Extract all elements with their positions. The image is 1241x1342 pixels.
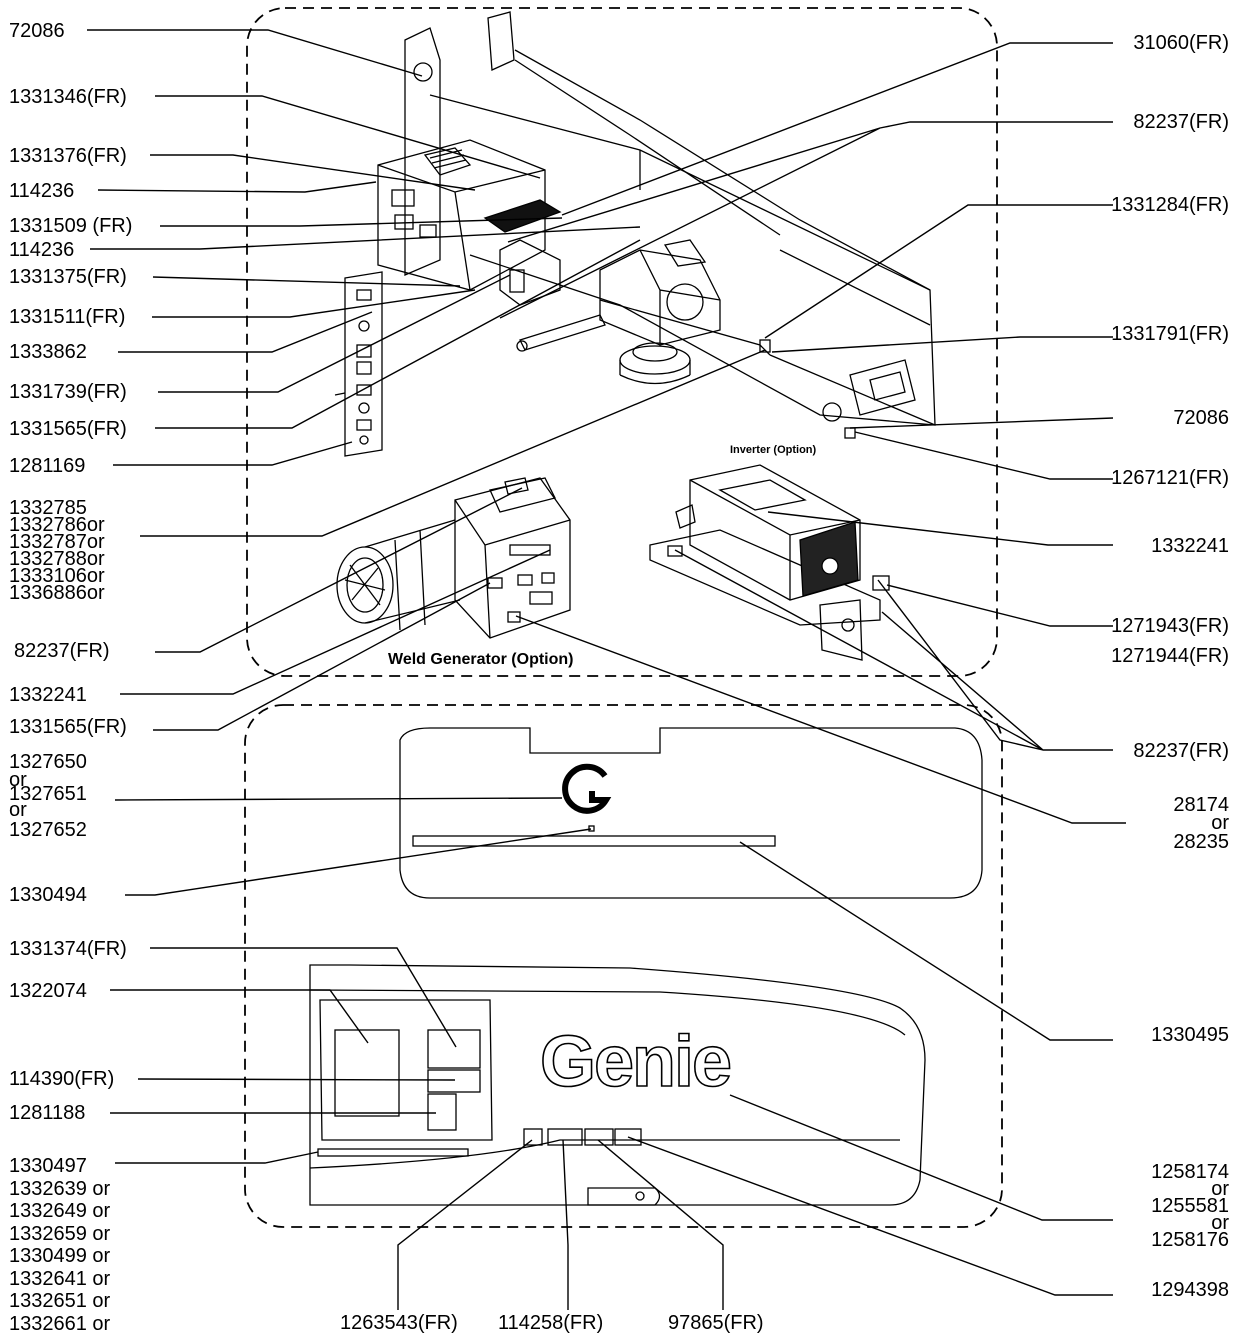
list-item: 28235 — [1173, 831, 1229, 853]
part-label-82237-left: 82237(FR) — [14, 640, 110, 662]
part-label-114236-b: 114236 — [9, 239, 75, 261]
leader-lines-left — [87, 29, 766, 1164]
leader-lines-bottom — [397, 1139, 724, 1310]
part-label-1331791: 1331791(FR) — [1111, 323, 1229, 345]
part-label-1267121: 1267121(FR) — [1111, 467, 1229, 489]
stripe-options-list: 1330497 1332639 or 1332649 or 1332659 or… — [9, 1155, 110, 1335]
list-item: or — [9, 769, 27, 791]
decal-options-list: 1327650 or 1327651 or 1327652 — [9, 751, 87, 842]
part-label-1263543: 1263543(FR) — [340, 1312, 458, 1334]
weld-generator-caption: Weld Generator (Option) — [388, 651, 574, 668]
list-item: 1332659 or — [9, 1222, 111, 1245]
part-label-1281169: 1281169 — [9, 455, 86, 477]
list-item: 1336886or — [9, 582, 105, 604]
part-label-1331565-b: 1331565(FR) — [9, 716, 127, 738]
list-item: 1332641 or — [9, 1267, 111, 1290]
list-item: 1332786or — [9, 514, 105, 536]
genie-logo: Genie — [539, 1021, 733, 1103]
part-label-72086: 72086 — [9, 20, 65, 42]
part-label-114390: 114390(FR) — [9, 1068, 115, 1090]
list-item: 1327651 — [9, 783, 87, 805]
list-item: 28174 — [1173, 794, 1229, 816]
part-label-1271943: 1271943(FR) — [1111, 615, 1229, 637]
inverter-drawing — [649, 464, 890, 661]
inverter-caption: Inverter (Option) — [730, 444, 817, 456]
tray-options-list: 28174 or 28235 — [1173, 795, 1229, 852]
part-label-1331509: 1331509 (FR) — [9, 215, 133, 237]
list-item: 1332787or — [9, 531, 105, 553]
part-label-1330495: 1330495 — [1151, 1024, 1229, 1046]
part-label-114236-a: 114236 — [9, 180, 75, 202]
lower-group-boundary — [244, 704, 1003, 1228]
part-label-82237-top: 82237(FR) — [1133, 111, 1229, 133]
part-label-82237-bottom: 82237(FR) — [1133, 740, 1229, 762]
part-label-1330494: 1330494 — [9, 884, 87, 906]
list-item: or — [1211, 812, 1229, 834]
list-item: 1255581 — [1151, 1195, 1229, 1217]
list-item: 1330497 — [9, 1155, 87, 1177]
part-label-114258: 114258(FR) — [498, 1312, 604, 1334]
list-item: or — [9, 799, 27, 821]
list-item: 1327652 — [9, 819, 87, 841]
part-label-1281188: 1281188 — [9, 1102, 86, 1124]
part-label-97865: 97865(FR) — [668, 1312, 764, 1334]
part-label-1332241-left: 1332241 — [9, 684, 87, 706]
part-label-72086-right: 72086 — [1173, 407, 1229, 429]
side-cover-drawing — [309, 964, 926, 1206]
list-item: 1332788or — [9, 548, 105, 570]
list-item: 1258174 — [1151, 1161, 1229, 1183]
part-label-1331376: 1331376(FR) — [9, 145, 127, 167]
weld-generator-drawing — [336, 477, 571, 639]
list-item: 1332649 or — [9, 1200, 111, 1222]
list-item: 1332785 — [9, 497, 87, 519]
upper-group-boundary — [246, 7, 998, 677]
chassis-drawing — [334, 11, 936, 457]
part-label-1331374: 1331374(FR) — [9, 938, 127, 960]
list-item: 1327650 — [9, 751, 87, 773]
generator-options-list: 1332785 1332786or 1332787or 1332788or 13… — [9, 497, 105, 604]
hood-drawing — [399, 727, 983, 899]
part-label-1332241-right: 1332241 — [1151, 535, 1229, 557]
part-label-1271944: 1271944(FR) — [1111, 645, 1229, 667]
list-item: 1258176 — [1151, 1229, 1229, 1251]
list-item: or — [1211, 1212, 1229, 1234]
part-label-1331739: 1331739(FR) — [9, 381, 127, 403]
list-item: 1333106or — [9, 565, 105, 587]
part-label-1333862: 1333862 — [9, 341, 87, 363]
part-label-1331375: 1331375(FR) — [9, 266, 127, 288]
list-item: 1330499 or — [9, 1245, 111, 1267]
part-label-1331346: 1331346(FR) — [9, 86, 127, 108]
list-item: 1332639 or — [9, 1177, 111, 1200]
part-label-1322074: 1322074 — [9, 980, 87, 1002]
part-label-1331565-a: 1331565(FR) — [9, 418, 127, 440]
list-item: 1332661 or — [9, 1312, 111, 1335]
part-label-1294398: 1294398 — [1151, 1279, 1229, 1301]
list-item: 1332651 or — [9, 1290, 111, 1312]
part-label-31060: 31060(FR) — [1133, 32, 1229, 54]
part-label-1331284: 1331284(FR) — [1111, 194, 1229, 216]
leader-lines-right — [499, 42, 1126, 1296]
logo-options-list: 1258174 or 1255581 or 1258176 — [1151, 1162, 1229, 1250]
list-item: or — [1211, 1178, 1229, 1200]
part-label-1331511: 1331511(FR) — [9, 306, 126, 328]
